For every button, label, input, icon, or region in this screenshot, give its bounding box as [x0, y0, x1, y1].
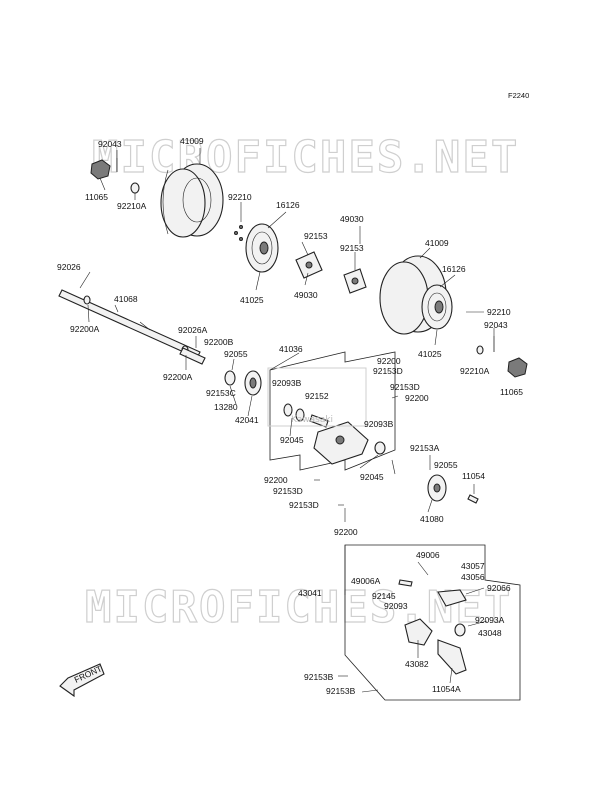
part-labels: 92043 41009 11065 92210A 92210 16126 490… [57, 136, 523, 696]
carrier-housing [313, 421, 369, 465]
label-92153B-b: 92153B [326, 686, 356, 696]
label-41080: 41080 [420, 514, 444, 524]
label-43057: 43057 [461, 561, 485, 571]
carrier-box [269, 351, 396, 471]
label-11065-right: 11065 [500, 387, 523, 397]
studs-92210-left [234, 225, 243, 241]
label-41025-right: 41025 [418, 349, 442, 359]
front-arrow: FRONT [59, 663, 105, 698]
label-92153D-a: 92153D [373, 366, 403, 376]
label-92026A: 92026A [178, 325, 208, 335]
label-92145: 92145 [372, 591, 396, 601]
label-43041: 43041 [298, 588, 322, 598]
label-16126-left: 16126 [276, 200, 300, 210]
nut-11065-left [90, 159, 111, 180]
label-92153D-d: 92153D [289, 500, 319, 510]
watermark-top: MICROFICHES.NET [92, 132, 519, 183]
rim-right [421, 284, 453, 330]
label-41068: 41068 [114, 294, 138, 304]
label-11054A: 11054A [432, 684, 461, 694]
brake-disc-41080 [427, 474, 447, 502]
hub-left [295, 251, 323, 279]
bearing-13280 [224, 370, 236, 386]
pads-43048 [437, 589, 467, 637]
label-41036: 41036 [279, 344, 303, 354]
label-43082: 43082 [405, 659, 429, 669]
bearings-92045-left [283, 403, 305, 422]
caliper-group-box [344, 544, 521, 701]
brand-logo-text: Kawasaki [291, 415, 333, 425]
label-92026: 92026 [57, 262, 81, 272]
label-92153-mid2: 92153 [340, 243, 364, 253]
label-41009-right: 41009 [425, 238, 449, 248]
label-42041: 42041 [235, 415, 259, 425]
caliper-bracket-11054A [437, 639, 467, 675]
label-49030-mid: 49030 [294, 290, 318, 300]
bolt-11054 [467, 494, 479, 504]
label-92093B-a: 92093B [272, 378, 302, 388]
label-92055-b: 92055 [434, 460, 458, 470]
label-16126-right: 16126 [442, 264, 466, 274]
hub-mid [343, 268, 367, 294]
label-92200-c: 92200 [264, 475, 288, 485]
label-92153C: 92153C [206, 388, 236, 398]
brand-logo: Kawasaki [267, 367, 367, 427]
label-49030-top: 49030 [340, 214, 364, 224]
label-92200A-a: 92200A [70, 324, 100, 334]
label-92066: 92066 [487, 583, 511, 593]
label-92153-mid: 92153 [304, 231, 328, 241]
label-92200-d: 92200 [334, 527, 358, 537]
label-92210-right: 92210 [487, 307, 511, 317]
label-11065-left: 11065 [85, 192, 108, 202]
label-92200-a: 92200 [377, 356, 401, 366]
label-43048: 43048 [478, 628, 502, 638]
figure-ref: F2240 [508, 91, 529, 100]
label-11054: 11054 [462, 471, 485, 481]
axle-shaft [58, 289, 206, 365]
label-92093: 92093 [384, 601, 408, 611]
bearing-92045-right [374, 441, 386, 455]
label-92093A: 92093A [475, 615, 505, 625]
label-92210A-right: 92210A [460, 366, 490, 376]
label-92210A-left: 92210A [117, 201, 147, 211]
label-41025-left: 41025 [240, 295, 264, 305]
label-92200A-b: 92200A [163, 372, 193, 382]
label-92153B-a: 92153B [304, 672, 334, 682]
rim-left [245, 223, 279, 273]
label-92200-b: 92200 [405, 393, 429, 403]
sleeve-92152 [309, 414, 329, 428]
label-92055-a: 92055 [224, 349, 248, 359]
tire-left [160, 163, 224, 238]
sprocket-42041 [244, 370, 262, 396]
label-49006A: 49006A [351, 576, 381, 586]
label-92153D-c: 92153D [273, 486, 303, 496]
washer-92210A-right [476, 345, 484, 355]
leader-lines [79, 148, 495, 693]
caliper-43082 [404, 618, 433, 646]
label-92152: 92152 [305, 391, 329, 401]
label-92210-left: 92210 [228, 192, 252, 202]
label-92153A: 92153A [410, 443, 440, 453]
label-92093B-b: 92093B [364, 419, 394, 429]
label-92200B: 92200B [204, 337, 234, 347]
label-92043-top: 92043 [98, 139, 122, 149]
label-49006: 49006 [416, 550, 440, 560]
nut-11065-right [507, 357, 528, 378]
label-92153D-b: 92153D [390, 382, 420, 392]
label-92045-a: 92045 [280, 435, 304, 445]
label-92043-right: 92043 [484, 320, 508, 330]
washer-92210A-left [130, 182, 140, 194]
label-43056: 43056 [461, 572, 485, 582]
label-41009-left: 41009 [180, 136, 204, 146]
label-13280: 13280 [214, 402, 238, 412]
watermark-bottom: MICROFICHES.NET [85, 582, 512, 633]
label-92045-b: 92045 [360, 472, 384, 482]
pin-49006A [398, 579, 413, 587]
